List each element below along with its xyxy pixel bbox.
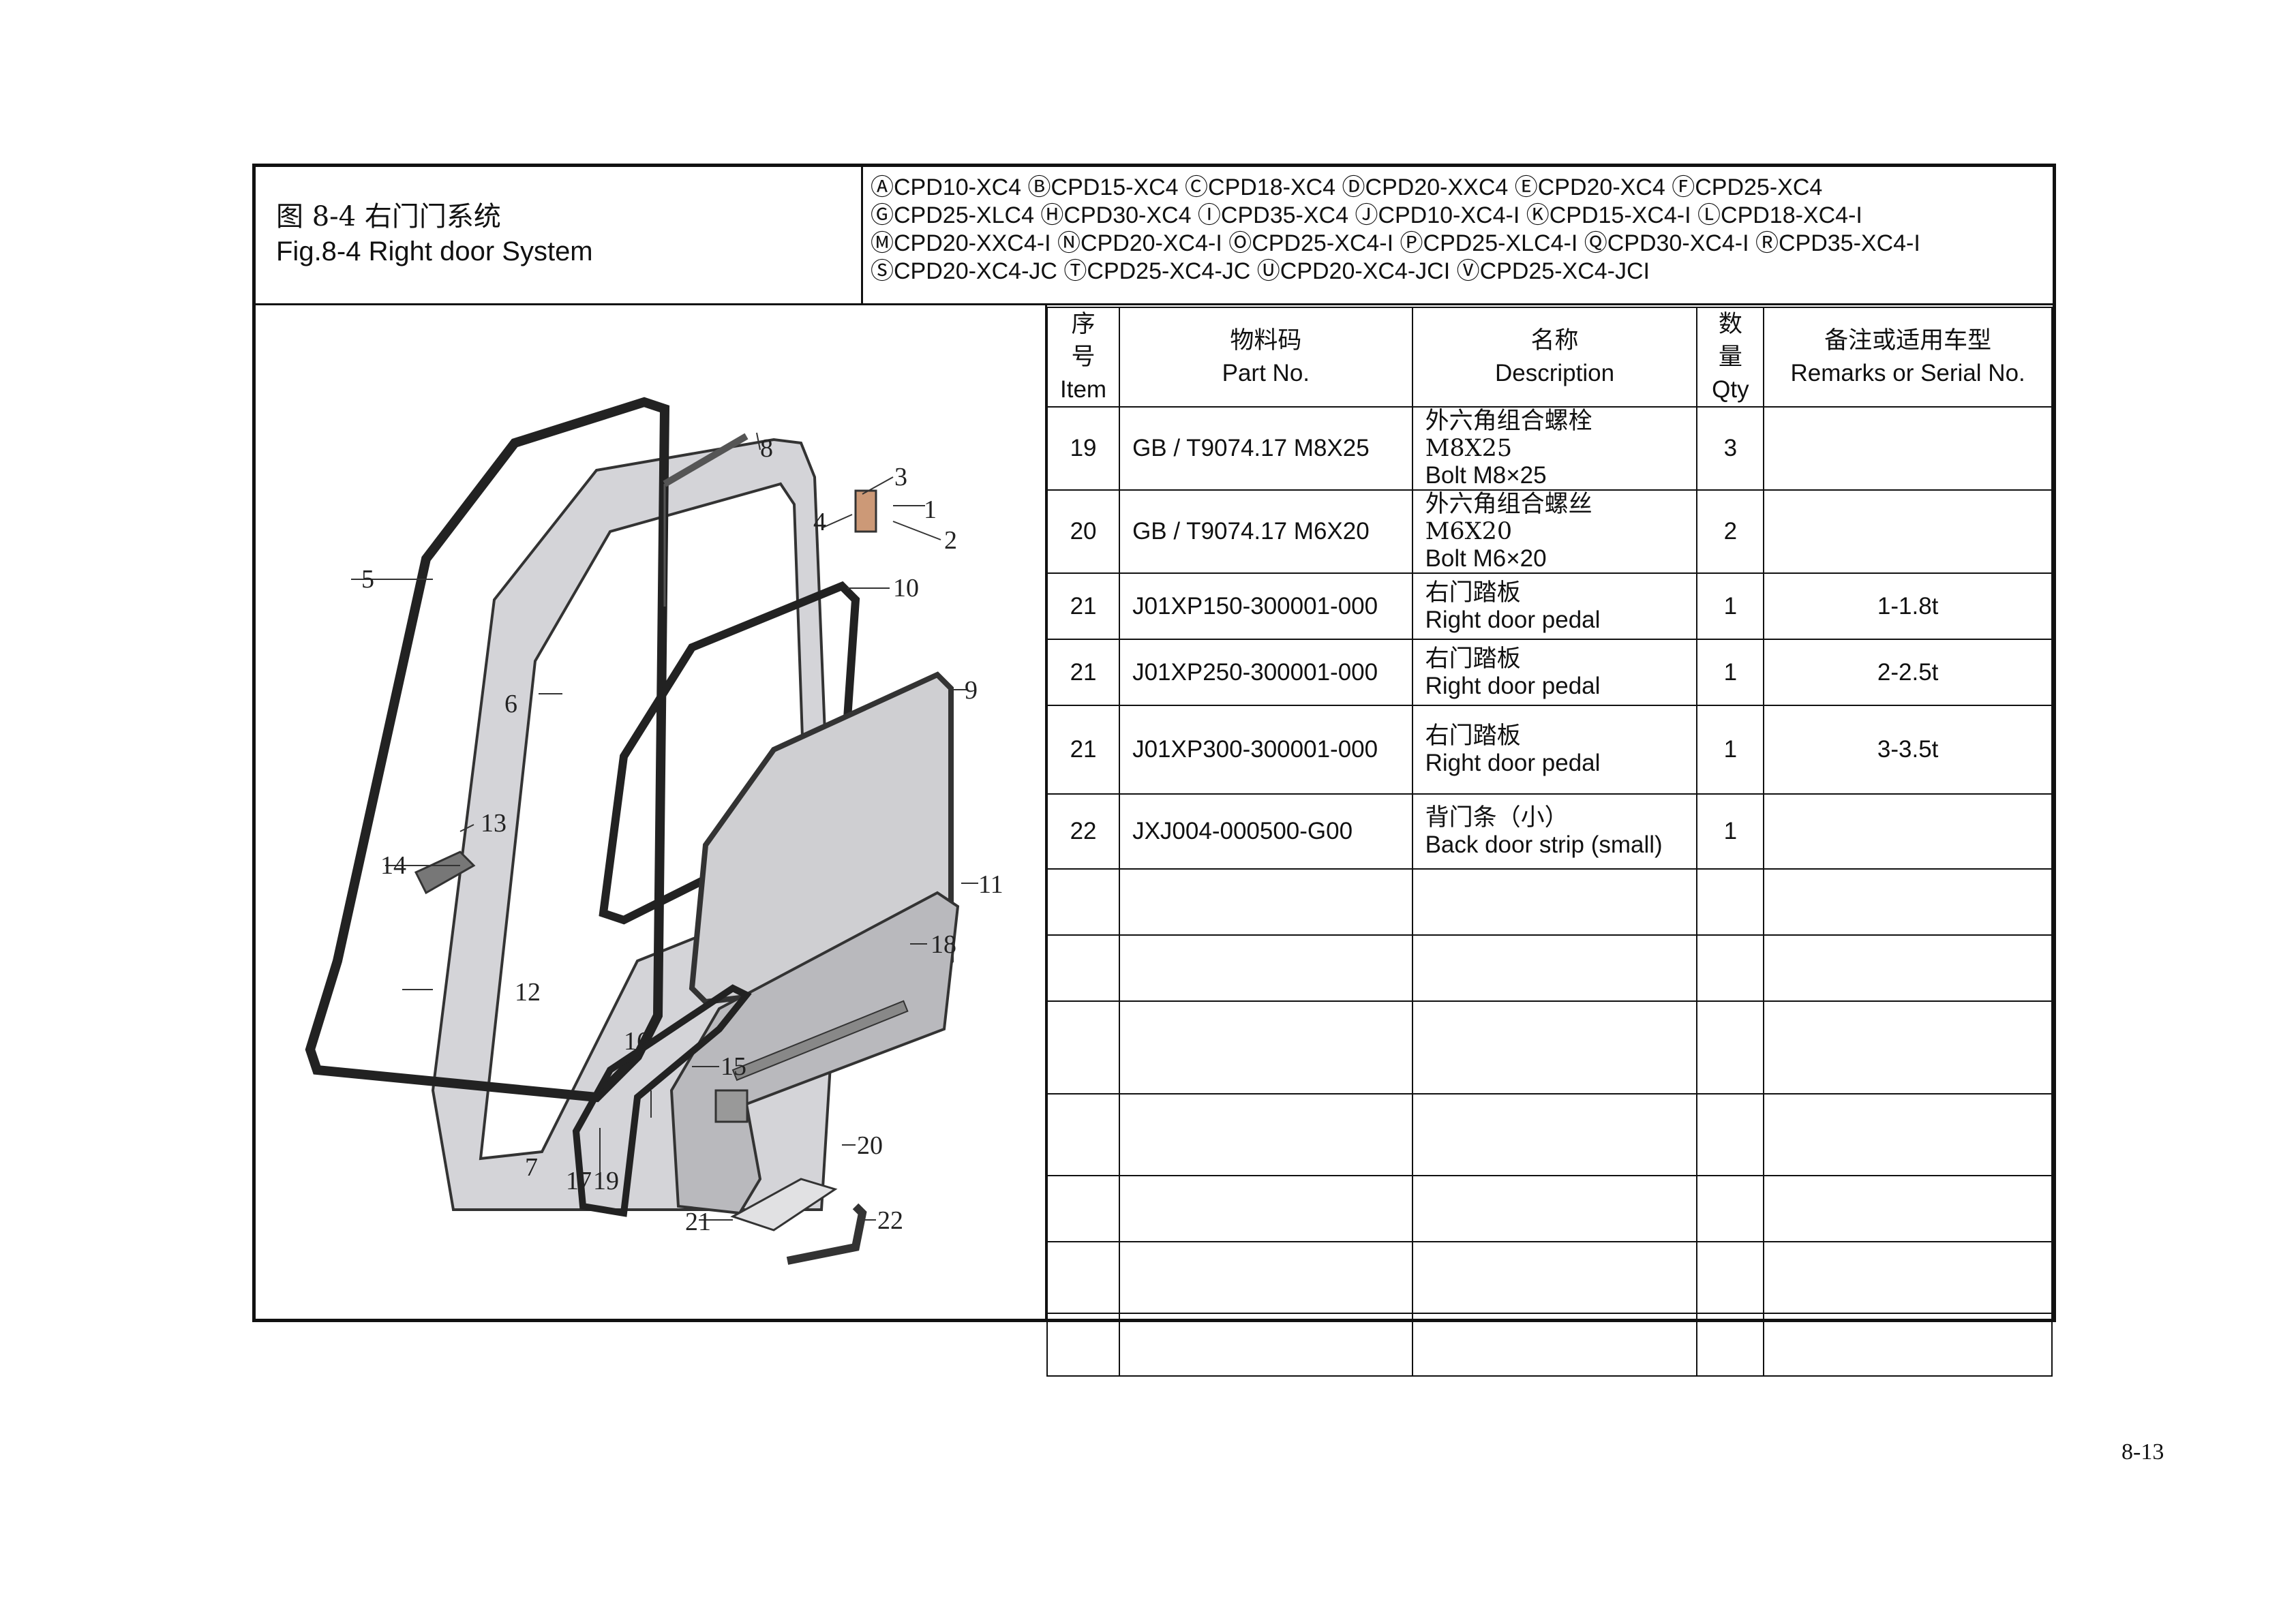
header-divider (256, 303, 2053, 305)
callout-5: 5 (361, 565, 374, 594)
empty-row (1046, 934, 2053, 1002)
cell-remarks: 1-1.8t (1763, 572, 2053, 640)
callout-2: 2 (944, 526, 957, 555)
cell-part-no: J01XP250-300001-000 (1119, 639, 1413, 706)
window-seal (599, 581, 860, 925)
cell-qty: 3 (1696, 406, 1765, 491)
callout-15: 15 (721, 1052, 746, 1081)
cell-part-no: J01XP150-300001-000 (1119, 572, 1413, 640)
cell-item: 21 (1046, 639, 1121, 706)
callout-9: 9 (965, 676, 978, 705)
cell-item: 19 (1046, 406, 1121, 491)
empty-row (1046, 1093, 2053, 1176)
callout-20: 20 (857, 1131, 883, 1160)
callout-12: 12 (515, 978, 541, 1007)
models-line: ⒼCPD25-XLC4 ⒽCPD30-XC4 ⒾCPD35-XC4 ⒿCPD10… (871, 202, 1862, 228)
applicable-models: ⒶCPD10-XC4 ⒷCPD15-XC4 ⒸCPD18-XC4 ⒹCPD20-… (871, 174, 2050, 286)
page-number: 8-13 (2121, 1439, 2164, 1465)
title-divider (861, 167, 863, 305)
cell-remarks (1763, 406, 2053, 491)
hinge (854, 489, 877, 533)
cell-part-no: GB / T9074.17 M8X25 (1119, 406, 1413, 491)
callout-10: 10 (893, 574, 919, 602)
cell-description: 背门条（小）Back door strip (small) (1411, 793, 1698, 870)
empty-row (1046, 868, 2053, 936)
callout-16: 16 (624, 1027, 650, 1056)
cell-qty: 2 (1696, 489, 1765, 574)
cell-remarks: 3-3.5t (1763, 705, 2053, 795)
cell-qty: 1 (1696, 705, 1765, 795)
cell-part-no: GB / T9074.17 M6X20 (1119, 489, 1413, 574)
empty-row (1046, 1313, 2053, 1377)
cell-qty: 1 (1696, 639, 1765, 706)
figure-title-en: Fig.8-4 Right door System (276, 236, 593, 266)
cell-item: 22 (1046, 793, 1121, 870)
cell-part-no: JXJ004-000500-G00 (1119, 793, 1413, 870)
exploded-door-diagram: 1 2 3 4 5 6 7 8 9 10 11 12 13 14 15 16 1… (305, 397, 1003, 1265)
cell-part-no: J01XP300-300001-000 (1119, 705, 1413, 795)
callout-17: 17 (566, 1167, 592, 1195)
door-pedal (730, 1178, 838, 1231)
table-row: 22 JXJ004-000500-G00 背门条（小）Back door str… (1046, 793, 2053, 870)
diagram-divider (1045, 303, 1047, 1319)
cell-remarks (1763, 793, 2053, 870)
models-line: ⓈCPD20-XC4-JC ⓉCPD25-XC4-JC ⓊCPD20-XC4-J… (871, 258, 1650, 284)
callout-18: 18 (931, 930, 956, 959)
callout-21: 21 (685, 1208, 711, 1236)
cell-item: 21 (1046, 572, 1121, 640)
callout-11: 11 (978, 870, 1003, 899)
gas-strut (663, 433, 749, 487)
callout-7: 7 (525, 1153, 538, 1182)
callout-8: 8 (760, 434, 773, 463)
empty-row (1046, 1175, 2053, 1242)
models-line: ⓂCPD20-XXC4-I ⓃCPD20-XC4-I ⓄCPD25-XC4-I … (871, 230, 1920, 256)
callout-3: 3 (894, 463, 907, 491)
figure-frame: 图 8-4 右门门系统 Fig.8-4 Right door System ⒶC… (252, 164, 2056, 1377)
callout-13: 13 (481, 809, 507, 838)
outer-seal (305, 397, 670, 1103)
cell-item: 20 (1046, 489, 1121, 574)
door-handle-bar (731, 1000, 909, 1082)
interior-handle (414, 851, 476, 895)
callout-4: 4 (813, 508, 826, 536)
callout-19: 19 (593, 1167, 619, 1195)
cell-qty: 1 (1696, 572, 1765, 640)
lower-seal (572, 984, 752, 1217)
figure-title-cn: 图 8-4 右门门系统 (276, 201, 501, 232)
empty-row (1046, 1241, 2053, 1314)
callout-14: 14 (380, 851, 406, 880)
models-line: ⒶCPD10-XC4 ⒷCPD15-XC4 ⒸCPD18-XC4 ⒹCPD20-… (871, 174, 1823, 200)
handle-box (714, 1089, 749, 1123)
cell-remarks (1763, 489, 2053, 574)
callout-6: 6 (504, 690, 517, 718)
cell-qty: 1 (1696, 793, 1765, 870)
back-door-strip (786, 1203, 867, 1265)
cell-remarks: 2-2.5t (1763, 639, 2053, 706)
callout-22: 22 (877, 1206, 903, 1235)
empty-row (1046, 1000, 2053, 1095)
cell-item: 21 (1046, 705, 1121, 795)
door-frame-window (479, 482, 810, 1161)
callout-1: 1 (924, 495, 937, 524)
